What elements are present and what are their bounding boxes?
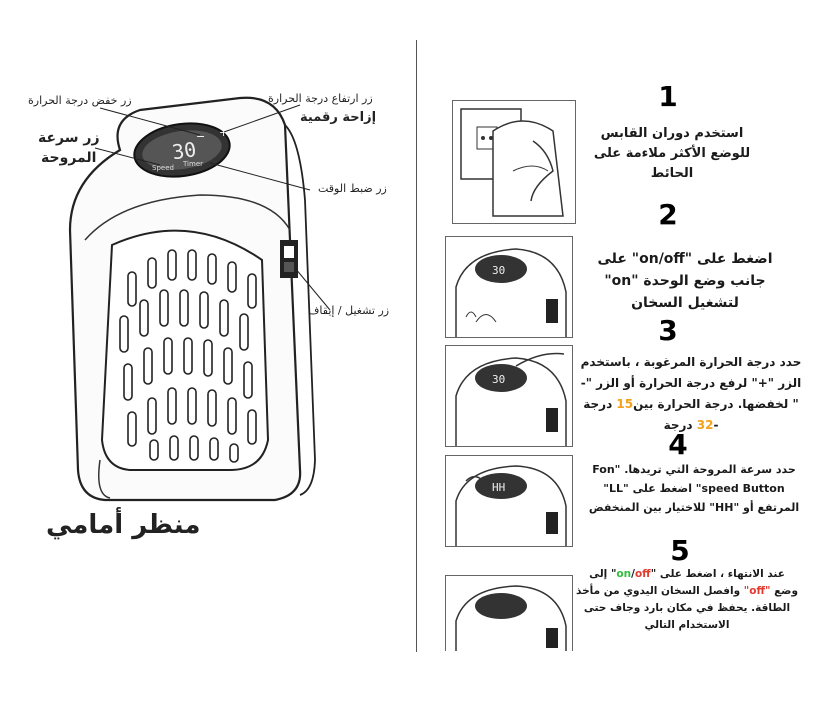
label-power: زر تشغيل / إيقاف [308, 304, 390, 317]
thumb-display-1: 30 [492, 264, 505, 277]
plug-wall-illustration [460, 108, 564, 217]
step5-p1: عند الانتهاء ، اضغط على [656, 568, 785, 580]
front-view-title: منظر أمامي [46, 510, 201, 540]
step3-text-main: حدد درجة الحرارة المرغوبة ، باستخدم الزر… [580, 355, 802, 411]
step2-text: اضغط على "on/off" على جانب وضع الوحدة "o… [597, 251, 773, 311]
step3-temp-min: 15 [616, 397, 634, 411]
label-fan-speed: زر سرعة المروحة [38, 128, 100, 168]
heater-illustration: 30 Speed Timer − + [68, 96, 331, 502]
thumb-display-2: 30 [492, 373, 505, 386]
step2-image: 30 [445, 236, 573, 338]
step5-slash: / [631, 568, 635, 580]
step3-text-mid: درجة - [583, 397, 719, 432]
step4-image: HH [445, 455, 573, 547]
step5-number: 5 [670, 534, 690, 567]
power-switch [280, 240, 298, 278]
step5-off-quoted: "off" [743, 585, 771, 597]
step5-p2: إلى وضع [589, 568, 798, 597]
step3-text: حدد درجة الحرارة المرغوبة ، باستخدم الزر… [580, 352, 802, 436]
step5-image [445, 575, 573, 651]
step5-q2: " [610, 568, 617, 580]
step3-number: 3 [658, 314, 678, 347]
heater-unplug-closeup [455, 585, 567, 651]
heater-fan-closeup: HH [455, 465, 567, 546]
step5-off: off [634, 568, 651, 580]
step3-temp-max: 32 [696, 418, 714, 432]
label-timer: زر ضبط الوقت [318, 182, 387, 195]
minus-symbol: − [196, 130, 205, 143]
label-temp-down: زر خفض درجة الحرارة [28, 94, 132, 107]
plus-symbol: + [219, 126, 228, 139]
grille-slots [119, 249, 257, 463]
step5-on: on [616, 568, 632, 580]
step3-text-after: درجة [663, 418, 697, 432]
step5-p3: وافصل السخان اليدوي من مأخذ الطاقة. يحفظ… [576, 585, 791, 631]
speed-label: Speed [152, 164, 174, 172]
label-fan-speed-line1: زر سرعة [38, 130, 100, 146]
display-value: 30 [171, 137, 198, 164]
step1-image [452, 100, 576, 224]
step3-image: 30 [445, 345, 573, 447]
step5-text: عند الانتهاء ، اضغط على "on/off" إلى وضع… [576, 566, 798, 634]
timer-label: Timer [182, 160, 203, 168]
label-digital-offset: إزاحة رقمية [300, 110, 377, 125]
step1-text: استخدم دوران القابس للوضع الأكثر ملاءمة … [593, 126, 751, 181]
label-fan-speed-line2: المروحة [41, 150, 97, 166]
step4-number: 4 [668, 428, 688, 461]
center-divider [416, 40, 417, 652]
step1-number: 1 [658, 80, 678, 113]
thumb-display-3: HH [492, 481, 505, 494]
step4-text: حدد سرعة المروحة التي تريدها. "Fon speed… [588, 463, 800, 514]
heater-power-switch-closeup: 30 [455, 248, 567, 337]
step2-number: 2 [658, 198, 678, 231]
step5-q1: " [650, 568, 657, 580]
heater-temp-closeup: 30 [455, 352, 567, 446]
label-temp-up: زر ارتفاع درجة الحرارة [268, 92, 373, 105]
